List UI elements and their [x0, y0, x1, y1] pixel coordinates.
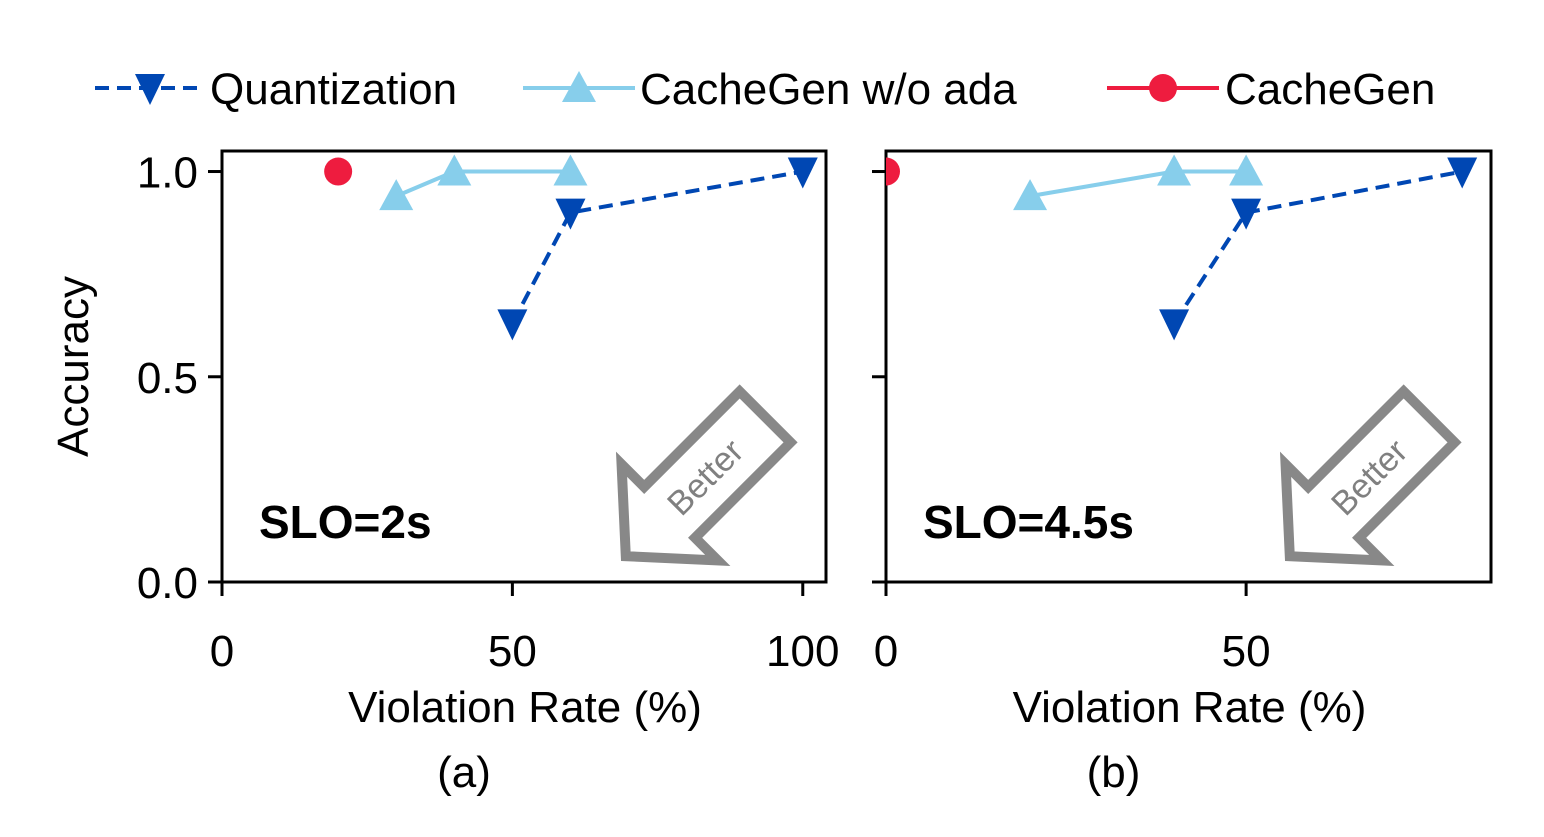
data-point	[1447, 157, 1478, 189]
y-tick-label: 1.0	[137, 149, 198, 198]
better-arrow: Better	[1279, 384, 1462, 567]
data-point	[1157, 154, 1192, 186]
series-line	[395, 169, 571, 198]
legend-marker	[135, 74, 165, 105]
plot-frame	[884, 149, 1493, 584]
data-point	[886, 157, 900, 186]
plot-frame	[220, 149, 828, 584]
legend-label: CacheGen	[1225, 65, 1435, 114]
data-point	[1013, 179, 1048, 211]
panel-label: (b)	[1087, 748, 1141, 797]
data-point	[553, 154, 588, 186]
legend-item: CacheGen w/o ada	[523, 65, 1017, 114]
x-tick-label: 50	[1222, 627, 1271, 676]
series-line	[510, 169, 804, 325]
x-tick-label: 50	[488, 627, 537, 676]
legend: Quantization CacheGen w/o ada CacheGen	[95, 65, 1435, 114]
data-point	[555, 198, 586, 230]
data-point	[379, 179, 414, 211]
y-tick-label: 0.5	[137, 354, 198, 403]
data-point	[497, 309, 528, 341]
legend-item: Quantization	[95, 65, 457, 114]
series-line	[1029, 169, 1247, 199]
legend-item: CacheGen	[1107, 65, 1435, 114]
x-axis-label: Violation Rate (%)	[348, 683, 702, 732]
x-tick-label: 0	[874, 627, 898, 676]
data-point	[1229, 154, 1264, 186]
series-group	[886, 154, 1478, 341]
x-axis-label: Violation Rate (%)	[1013, 683, 1367, 732]
y-axis-label: Accuracy	[49, 276, 98, 457]
better-arrow-shape	[1279, 384, 1462, 567]
data-point	[1159, 309, 1190, 341]
legend-label: CacheGen w/o ada	[640, 65, 1017, 114]
x-tick-label: 100	[766, 627, 839, 676]
better-label: Better	[1324, 432, 1415, 523]
y-tick-label: 0.0	[137, 559, 198, 608]
series-group	[324, 154, 818, 341]
data-point	[1231, 198, 1262, 230]
better-arrow: Better	[615, 384, 798, 567]
slo-annotation: SLO=2s	[259, 496, 432, 548]
legend-marker	[1149, 74, 1177, 102]
panel-label: (a)	[437, 748, 491, 797]
better-label: Better	[660, 432, 751, 523]
data-point	[324, 157, 353, 186]
data-point	[437, 154, 472, 186]
legend-label: Quantization	[210, 65, 457, 114]
x-tick-label: 0	[210, 627, 234, 676]
series-line	[1172, 169, 1463, 325]
legend-marker	[562, 71, 596, 102]
better-arrow-shape	[615, 384, 798, 567]
slo-annotation: SLO=4.5s	[923, 496, 1134, 548]
data-point	[787, 157, 818, 189]
